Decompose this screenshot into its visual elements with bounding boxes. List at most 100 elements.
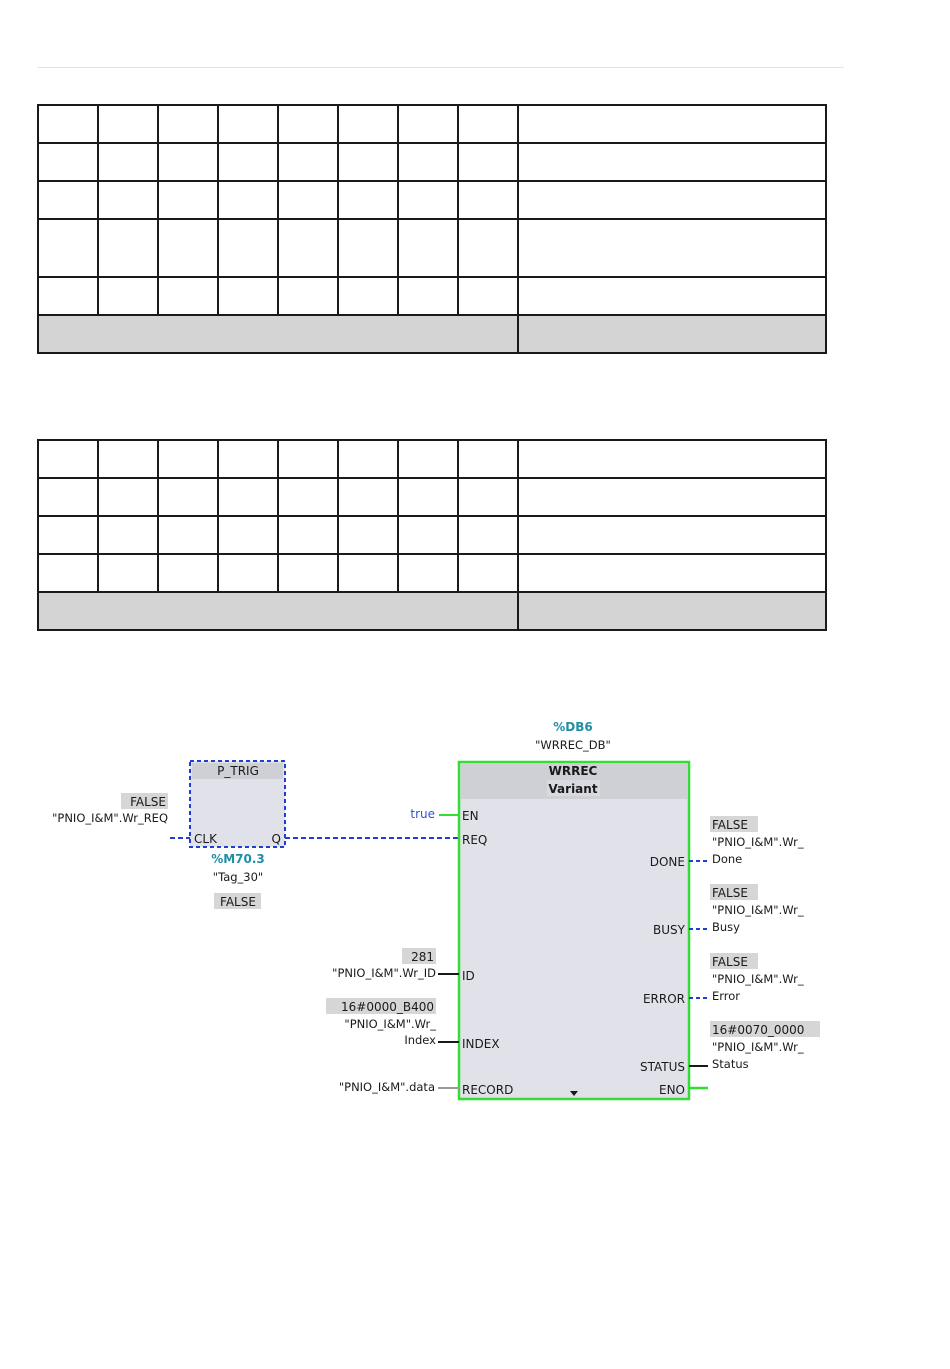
table-row: [37, 276, 827, 316]
value-box: [710, 953, 758, 969]
wr-req-tag[interactable]: "PNIO_I&M".Wr_REQ: [52, 811, 168, 825]
wrrec-body[interactable]: [457, 760, 691, 1101]
table-cell: [97, 180, 159, 220]
page-header-rule: [38, 67, 844, 68]
empty-table-1: [37, 104, 827, 354]
table-cell: [217, 142, 279, 182]
busy-tag-line2[interactable]: Busy: [712, 920, 740, 934]
table-cell: [517, 553, 827, 593]
table-row: [37, 104, 827, 144]
table-cell: [97, 218, 159, 278]
record-tag[interactable]: "PNIO_I&M".data: [339, 1080, 435, 1094]
table-cell: [397, 276, 459, 316]
table-cell: [517, 142, 827, 182]
index-tag-line2[interactable]: Index: [404, 1033, 436, 1047]
table-cell: [397, 477, 459, 517]
busy-value: FALSE: [712, 886, 748, 900]
table-cell: [277, 276, 339, 316]
pin-eno: ENO: [659, 1083, 685, 1097]
table-cell: [277, 180, 339, 220]
table-cell: [37, 477, 99, 517]
type-box: [547, 780, 600, 796]
table-cell: [337, 515, 399, 555]
wrrec-type[interactable]: Variant: [548, 782, 597, 796]
table-cell: [397, 515, 459, 555]
table-cell: [337, 477, 399, 517]
p-trig-block[interactable]: P_TRIG CLK Q: [189, 760, 286, 848]
table-row: [37, 142, 827, 182]
table-cell: [517, 515, 827, 555]
table-cell: [397, 142, 459, 182]
done-value: FALSE: [712, 818, 748, 832]
table-cell: [517, 477, 827, 517]
status-tag-line1[interactable]: "PNIO_I&M".Wr_: [712, 1040, 804, 1054]
p-trig-address-tag[interactable]: "Tag_30": [213, 870, 263, 884]
table-cell: [397, 180, 459, 220]
pin-busy: BUSY: [653, 923, 686, 937]
table-cell: [277, 104, 339, 144]
pin-record: RECORD: [462, 1083, 513, 1097]
table-cell: [277, 439, 339, 479]
pin-id: ID: [462, 969, 475, 983]
table-cell: [157, 553, 219, 593]
value-box: [214, 893, 261, 909]
table-cell: [517, 104, 827, 144]
table-cell: [397, 439, 459, 479]
index-value: 16#0000_B400: [341, 1000, 434, 1014]
table-cell: [157, 180, 219, 220]
table-cell: [97, 477, 159, 517]
table-cell: [397, 218, 459, 278]
table-cell: [517, 276, 827, 316]
table-footer-cell: [517, 591, 827, 631]
pin-req: REQ: [462, 833, 487, 847]
table-row: [37, 180, 827, 220]
table-cell: [37, 180, 99, 220]
table-cell: [157, 142, 219, 182]
table-cell: [217, 104, 279, 144]
table-cell: [97, 276, 159, 316]
done-tag-line1[interactable]: "PNIO_I&M".Wr_: [712, 835, 804, 849]
table-cell: [337, 180, 399, 220]
pin-done: DONE: [650, 855, 685, 869]
p-trig-header: [192, 763, 283, 779]
table-cell: [217, 477, 279, 517]
index-tag-line1[interactable]: "PNIO_I&M".Wr_: [344, 1017, 436, 1031]
table-footer-row: [37, 591, 827, 631]
table-cell: [277, 553, 339, 593]
table-cell: [37, 104, 99, 144]
table-cell: [97, 515, 159, 555]
wrrec-block[interactable]: WRREC Variant EN REQ ID INDEX RECORD DON…: [457, 760, 691, 1101]
table-cell: [457, 276, 519, 316]
table-cell: [217, 553, 279, 593]
table-row: [37, 439, 827, 479]
table-cell: [157, 477, 219, 517]
pin-status: STATUS: [640, 1060, 685, 1074]
busy-tag-line1[interactable]: "PNIO_I&M".Wr_: [712, 903, 804, 917]
id-value: 281: [411, 950, 434, 964]
wrrec-db-name[interactable]: "WRREC_DB": [535, 738, 611, 752]
table-cell: [517, 218, 827, 278]
table-cell: [37, 276, 99, 316]
status-tag-line2[interactable]: Status: [712, 1057, 749, 1071]
id-tag[interactable]: "PNIO_I&M".Wr_ID: [332, 966, 436, 980]
error-tag-line2[interactable]: Error: [712, 989, 740, 1003]
table-cell: [337, 439, 399, 479]
error-tag-line1[interactable]: "PNIO_I&M".Wr_: [712, 972, 804, 986]
table-cell: [457, 180, 519, 220]
table-cell: [97, 104, 159, 144]
table-cell: [217, 439, 279, 479]
done-tag-line2[interactable]: Done: [712, 852, 742, 866]
p-trig-clk-pin: CLK: [194, 832, 218, 846]
table-row: [37, 515, 827, 555]
table-cell: [97, 553, 159, 593]
pin-index: INDEX: [462, 1037, 500, 1051]
table-cell: [217, 276, 279, 316]
table-cell: [517, 439, 827, 479]
expand-arrow-icon[interactable]: [570, 1091, 578, 1096]
table-cell: [157, 104, 219, 144]
table-cell: [337, 553, 399, 593]
table-cell: [457, 439, 519, 479]
table-cell: [337, 218, 399, 278]
empty-table-2: [37, 439, 827, 631]
